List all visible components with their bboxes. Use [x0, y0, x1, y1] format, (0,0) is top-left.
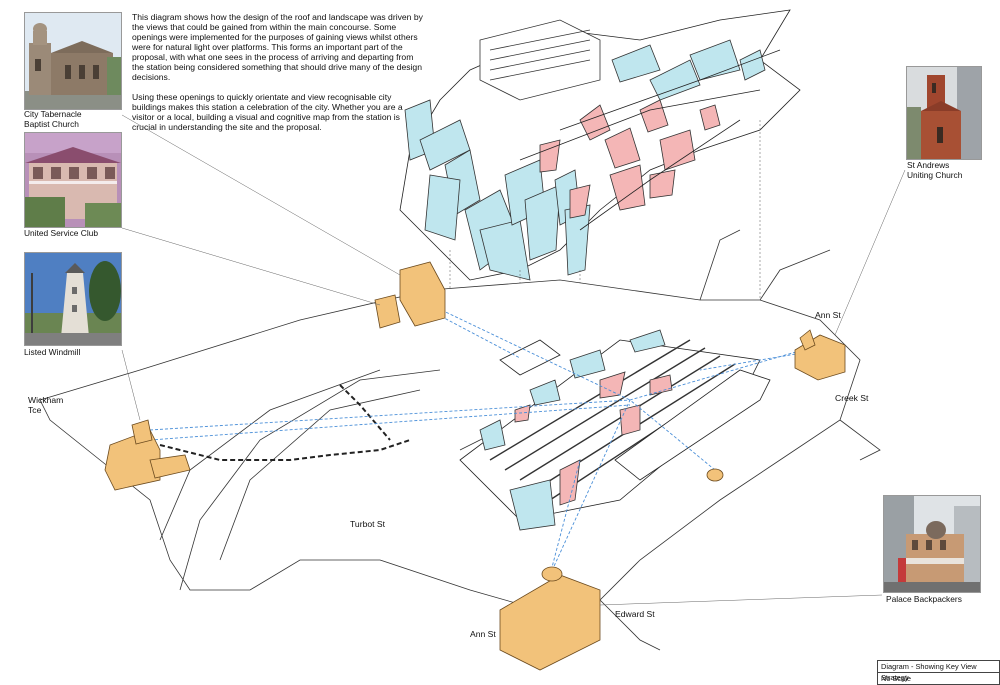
tabernacle-caption: City Tabernacle Baptist Church — [24, 109, 82, 129]
leader-lines — [121, 114, 906, 606]
roof-tower — [479, 19, 601, 101]
st-andrews-caption: St Andrews Uniting Church — [907, 160, 963, 180]
street-ann-south: Ann St — [470, 629, 496, 639]
service-club-photo — [24, 132, 122, 228]
scale-note: No Scale — [878, 672, 999, 684]
description-paragraph-1: This diagram shows how the design of the… — [132, 12, 423, 82]
roof-openings — [539, 99, 721, 219]
windmill-photo — [24, 252, 122, 346]
palace-photo — [883, 495, 981, 593]
roof-exploded-view — [399, 9, 801, 281]
station-openings — [514, 371, 673, 506]
st-andrews-massing — [794, 329, 846, 381]
station-glazing — [479, 329, 666, 531]
description-paragraph-2: Using these openings to quickly orientat… — [132, 92, 403, 132]
palace-caption: Palace Backpackers — [886, 594, 962, 604]
ground-plane — [39, 229, 881, 651]
palace-massing — [499, 566, 601, 671]
landmark-massing — [104, 261, 846, 671]
st-andrews-photo — [906, 66, 982, 160]
windmill-massing — [104, 419, 191, 491]
street-turbot: Turbot St — [350, 519, 386, 529]
service-club-caption: United Service Club — [24, 228, 99, 238]
tabernacle-photo — [24, 12, 122, 110]
rail-tracks — [159, 384, 411, 461]
diagram-title: Diagram - Showing Key View Strategy — [881, 662, 977, 682]
windmill-caption: Listed Windmill — [24, 347, 81, 357]
station — [459, 329, 771, 531]
street-creek: Creek St — [835, 393, 869, 403]
description-text: This diagram shows how the design of the… — [132, 12, 424, 142]
view-lines — [149, 294, 821, 576]
tabernacle-massing — [374, 261, 446, 329]
title-block: Diagram - Showing Key View Strategy No S… — [877, 660, 1000, 685]
street-wickham: Wickham Tce — [28, 395, 64, 415]
street-edward: Edward St — [615, 609, 655, 619]
windmill-tower-massing — [706, 468, 724, 482]
street-ann-north: Ann St — [815, 310, 841, 320]
